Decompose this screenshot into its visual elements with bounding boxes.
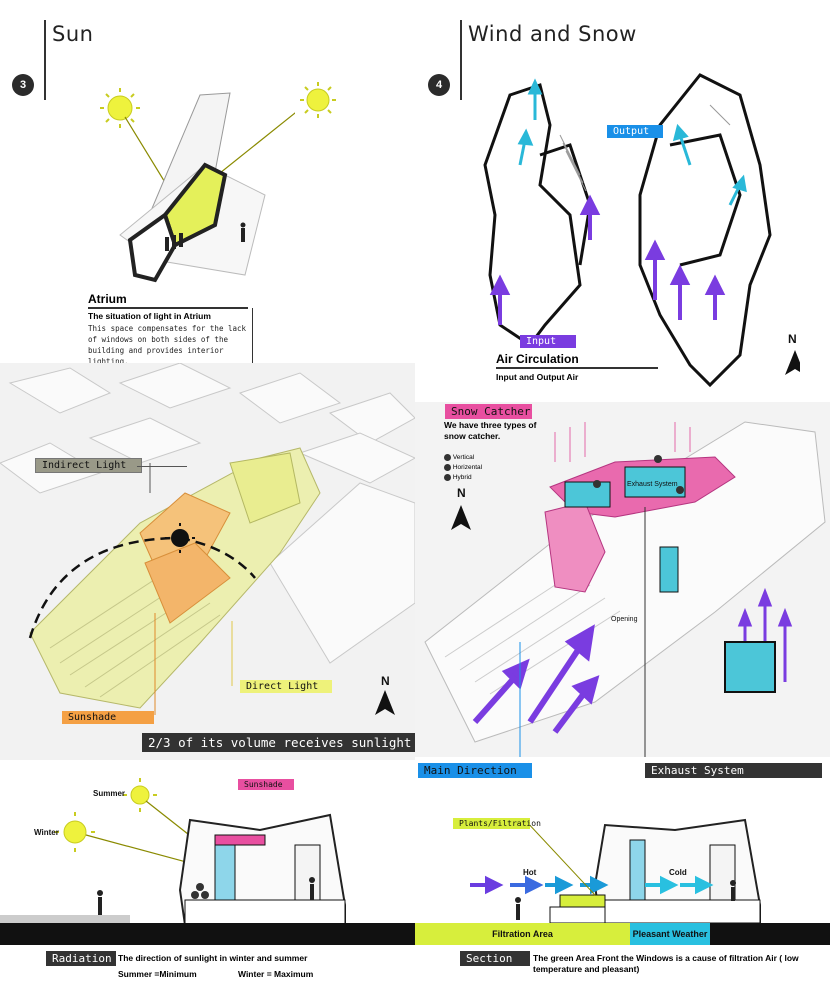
atrium-subheading: The situation of light in Atrium (88, 311, 211, 321)
atrium-heading: Atrium (88, 292, 127, 306)
section-desc: The green Area Front the Windows is a ca… (533, 953, 799, 974)
opening-label: Opening (611, 616, 638, 623)
indirect-light-label: Indirect Light (35, 458, 142, 473)
filtration-section-drawing: Hot Cold (415, 818, 830, 945)
person-figure (730, 880, 736, 901)
section-tag: Section (460, 951, 530, 966)
atrium-block: Atrium The situation of light in Atrium … (88, 292, 253, 367)
snow-type-item: Hybrid (444, 473, 482, 483)
north-label: N (788, 332, 797, 346)
air-circulation-subheading: Input and Output Air (496, 372, 579, 382)
sun-icon (100, 88, 140, 128)
winter-sun-icon (55, 812, 95, 852)
exhaust-system-label: Exhaust System (645, 763, 822, 778)
radiation-section-drawing: Summer Winter (0, 778, 415, 945)
sun-position-icon (165, 523, 195, 553)
summer-sun-icon (123, 778, 157, 812)
snow-type-item: Vertical (444, 453, 482, 463)
section-number-badge: 3 (12, 74, 34, 96)
sun-icon-right (300, 82, 336, 118)
summer-minimum-text: Summer =Minimum (118, 969, 197, 979)
output-label: Output (607, 125, 663, 138)
sun-axonometric-diagram (100, 88, 295, 283)
air-circulation-heading: Air Circulation (496, 352, 579, 366)
sunshade-label: Sunshade (62, 711, 154, 724)
plants-filtration-label: Plants/Filtration (453, 818, 541, 829)
snow-catcher-label: Snow Catcher (445, 404, 532, 419)
section-divider (460, 20, 462, 100)
radiation-desc: The direction of sunlight in winter and … (118, 953, 308, 963)
atrium-body: This space compensates for the lack of w… (88, 324, 247, 366)
section-number-badge: 4 (428, 74, 450, 96)
winter-label: Winter (34, 828, 59, 837)
exhaust-inner-label: Exhaust System (627, 481, 678, 488)
air-rule (496, 367, 658, 369)
air-circulation-plans: N (483, 73, 800, 388)
section-divider (44, 20, 46, 100)
exhaust-leader (645, 770, 646, 771)
summer-label: Summer (93, 789, 125, 798)
pleasant-weather-bar: Pleasant Weather (630, 923, 710, 945)
radiation-tag: Radiation (46, 951, 116, 966)
north-label: N (381, 674, 390, 688)
hot-label: Hot (523, 868, 537, 877)
snow-catcher-desc: We have three types of snow catcher. (444, 420, 537, 441)
snow-type-item: Horizental (444, 463, 482, 473)
north-arrow-icon (785, 350, 800, 375)
atrium-rule (88, 307, 248, 309)
snow-types-list: Vertical Horizental Hybrid (444, 453, 482, 483)
person-figure (97, 890, 103, 915)
indirect-light-leader (137, 466, 187, 467)
section-title-wind: Wind and Snow (468, 22, 637, 46)
sun-plan-render: N (0, 363, 415, 760)
section-title-sun: Sun (52, 22, 94, 46)
person-figure (309, 877, 315, 900)
north-arrow-icon (375, 690, 395, 715)
cold-label: Cold (669, 868, 687, 877)
filtration-area-bar: Filtration Area (415, 923, 630, 945)
person-figure (240, 222, 246, 242)
main-direction-label: Main Direction (418, 763, 532, 778)
input-label: Input (520, 335, 576, 348)
snow-catcher-render: N Exhaust System Opening (415, 402, 830, 757)
winter-maximum-text: Winter = Maximum (238, 969, 314, 979)
person-figure (515, 897, 521, 920)
radiation-sunshade-label: Sunshade (238, 779, 294, 790)
north-label: N (457, 486, 466, 500)
direct-light-label: Direct Light (240, 680, 332, 693)
volume-caption: 2/3 of its volume receives sunlight (142, 733, 418, 752)
north-arrow-icon (451, 505, 471, 530)
